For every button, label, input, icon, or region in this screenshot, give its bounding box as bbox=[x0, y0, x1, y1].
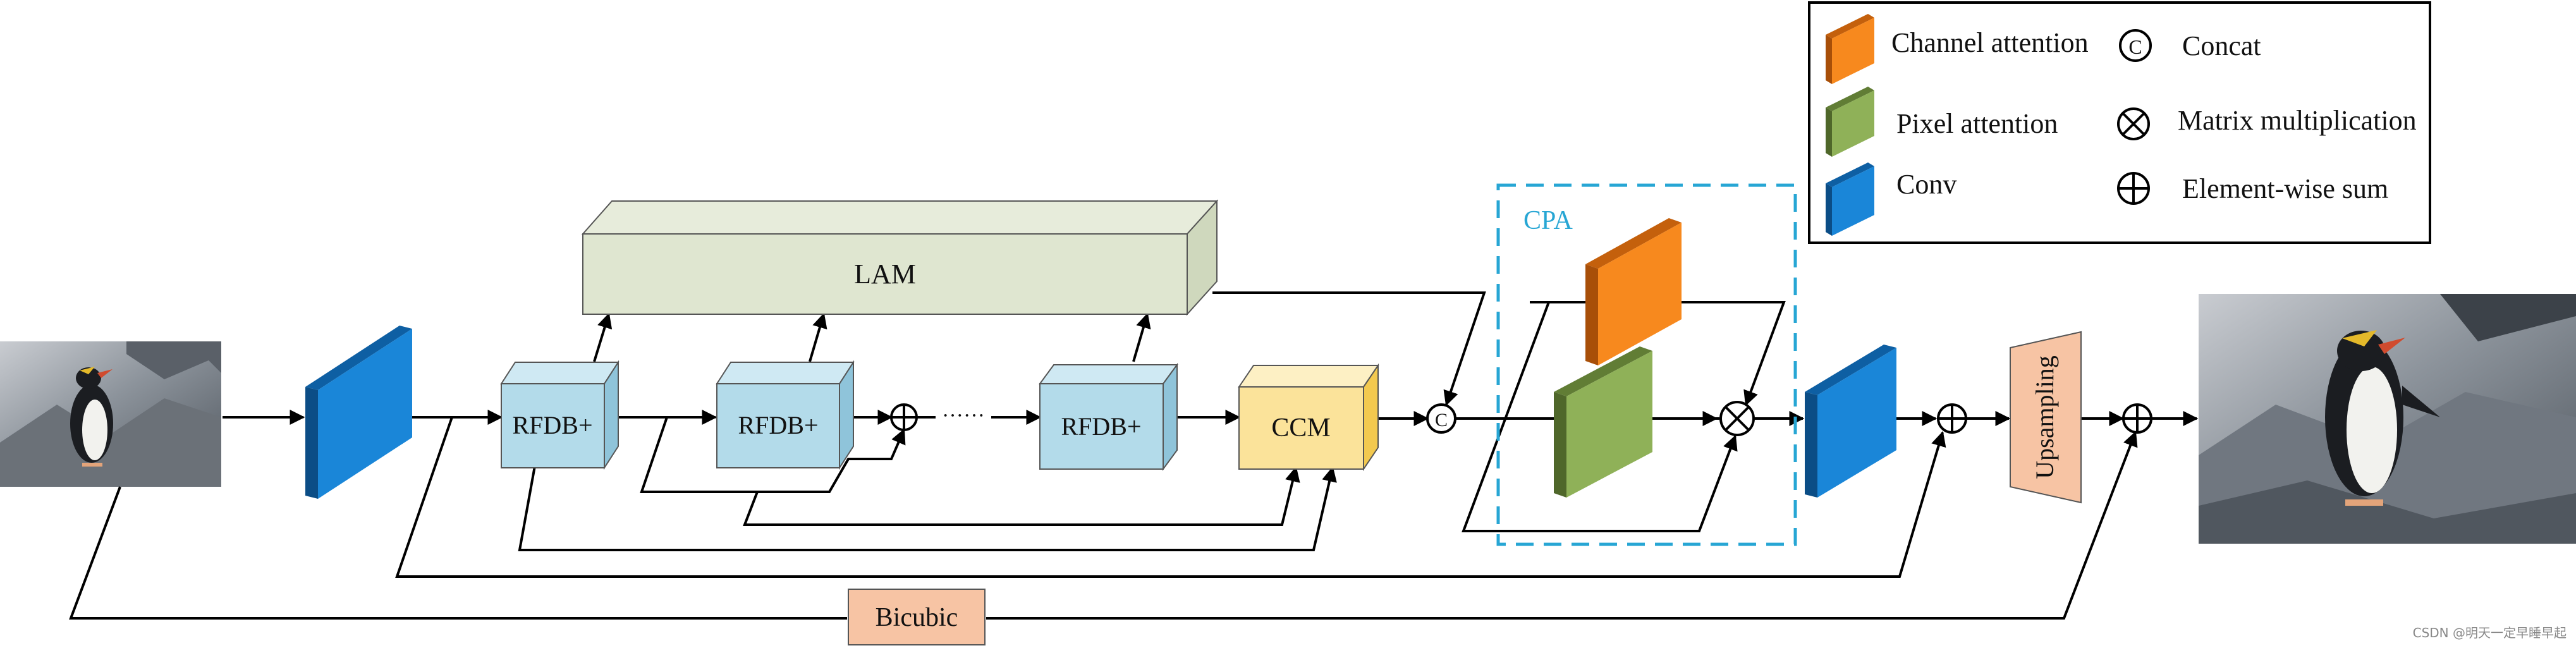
bicubic-label: Bicubic bbox=[876, 603, 958, 632]
matrix-mult-node bbox=[1719, 401, 1755, 436]
output-image bbox=[2199, 294, 2576, 544]
svg-text:C: C bbox=[2128, 35, 2142, 58]
legend-channel-attention-swatch bbox=[1826, 14, 1874, 84]
rfdb-block-1: RFDB+ bbox=[500, 360, 620, 470]
legend-conv-swatch bbox=[1826, 162, 1874, 236]
rfdb-label-3: RFDB+ bbox=[1061, 412, 1141, 441]
cpa-label: CPA bbox=[1523, 206, 1573, 235]
watermark: CSDN @明天一定早睡早起 bbox=[2413, 625, 2567, 640]
ccm-block: CCM bbox=[1238, 363, 1379, 472]
svg-text:C: C bbox=[1435, 410, 1448, 431]
rfdb-block-3: RFDB+ bbox=[1039, 362, 1178, 472]
element-sum-node-1 bbox=[890, 403, 918, 431]
legend-concat-icon: C bbox=[2119, 29, 2152, 62]
rfdb-label-1: RFDB+ bbox=[512, 411, 592, 439]
lam-label: LAM bbox=[854, 259, 916, 290]
element-sum-node-3 bbox=[2122, 403, 2152, 434]
legend-matrix-mult: Matrix multiplication bbox=[2178, 105, 2417, 136]
penguin-icon bbox=[70, 367, 113, 467]
legend-channel-attention: Channel attention bbox=[1891, 27, 2089, 58]
legend-concat: Concat bbox=[2182, 30, 2261, 61]
legend: Channel attention Pixel attention Conv C… bbox=[1808, 1, 2431, 244]
ellipsis-dots: ······ bbox=[942, 404, 985, 427]
legend-pixel-attention: Pixel attention bbox=[1896, 108, 2058, 139]
rfdb-block-2: RFDB+ bbox=[716, 360, 855, 470]
lam-block: LAM bbox=[581, 199, 1219, 316]
legend-elementwise-sum: Element-wise sum bbox=[2182, 173, 2388, 204]
ccm-label: CCM bbox=[1271, 413, 1330, 443]
pixel-attention-block bbox=[1554, 346, 1652, 498]
conv-block-output bbox=[1805, 345, 1896, 498]
concat-node: C bbox=[1426, 403, 1456, 434]
element-sum-node-2 bbox=[1937, 403, 1967, 434]
upsampling-label: Upsampling bbox=[2030, 355, 2059, 479]
conv-block-input bbox=[305, 326, 412, 499]
rfdb-label-2: RFDB+ bbox=[738, 411, 818, 439]
legend-pixel-attention-swatch bbox=[1826, 87, 1874, 157]
channel-attention-block bbox=[1585, 218, 1682, 365]
input-image bbox=[0, 341, 221, 487]
bicubic-block: Bicubic bbox=[848, 589, 986, 645]
upsampling-block: Upsampling bbox=[2010, 331, 2082, 504]
legend-elementwise-sum-icon bbox=[2117, 172, 2150, 205]
legend-matrix-mult-icon bbox=[2117, 107, 2150, 140]
penguin-icon bbox=[2325, 330, 2440, 506]
cpa-region: CPA bbox=[1496, 183, 1797, 546]
legend-conv: Conv bbox=[1896, 169, 1956, 200]
